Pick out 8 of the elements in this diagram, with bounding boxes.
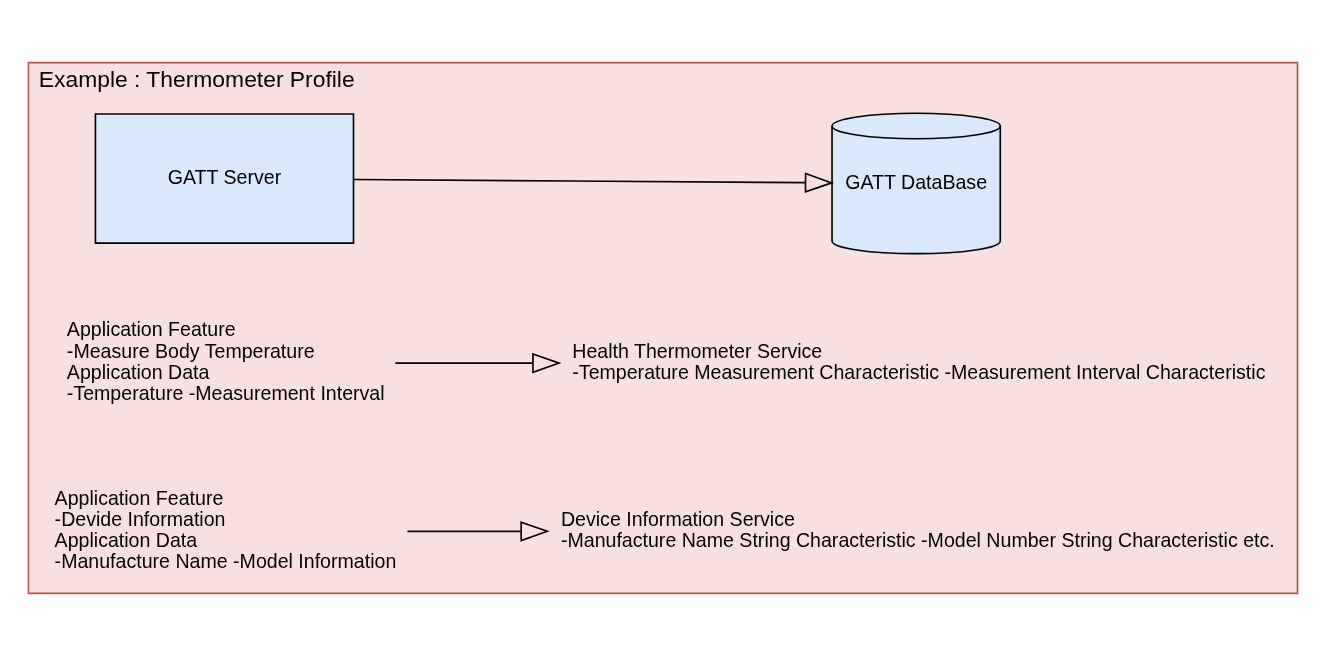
node-text: Application Feature -Measure Body Temperature Application Data -Temperature -Measurement Interval — [66, 317, 385, 404]
node-text: Device Information Service -Manufacture Name String Characteristic -Model Number String Characteristic etc. — [560, 507, 1275, 551]
node-text: Health Thermometer Service -Temperature Measurement Characteristic -Measurement Interval Characteristic — [572, 339, 1266, 383]
arrow — [353, 171, 835, 193]
node-text: Application Feature -Devide Information Application Data -Manufacture Name -Model Information — [54, 486, 397, 572]
arrow — [406, 520, 550, 542]
arrow — [394, 352, 562, 373]
node-box: GATT Server — [94, 112, 355, 244]
